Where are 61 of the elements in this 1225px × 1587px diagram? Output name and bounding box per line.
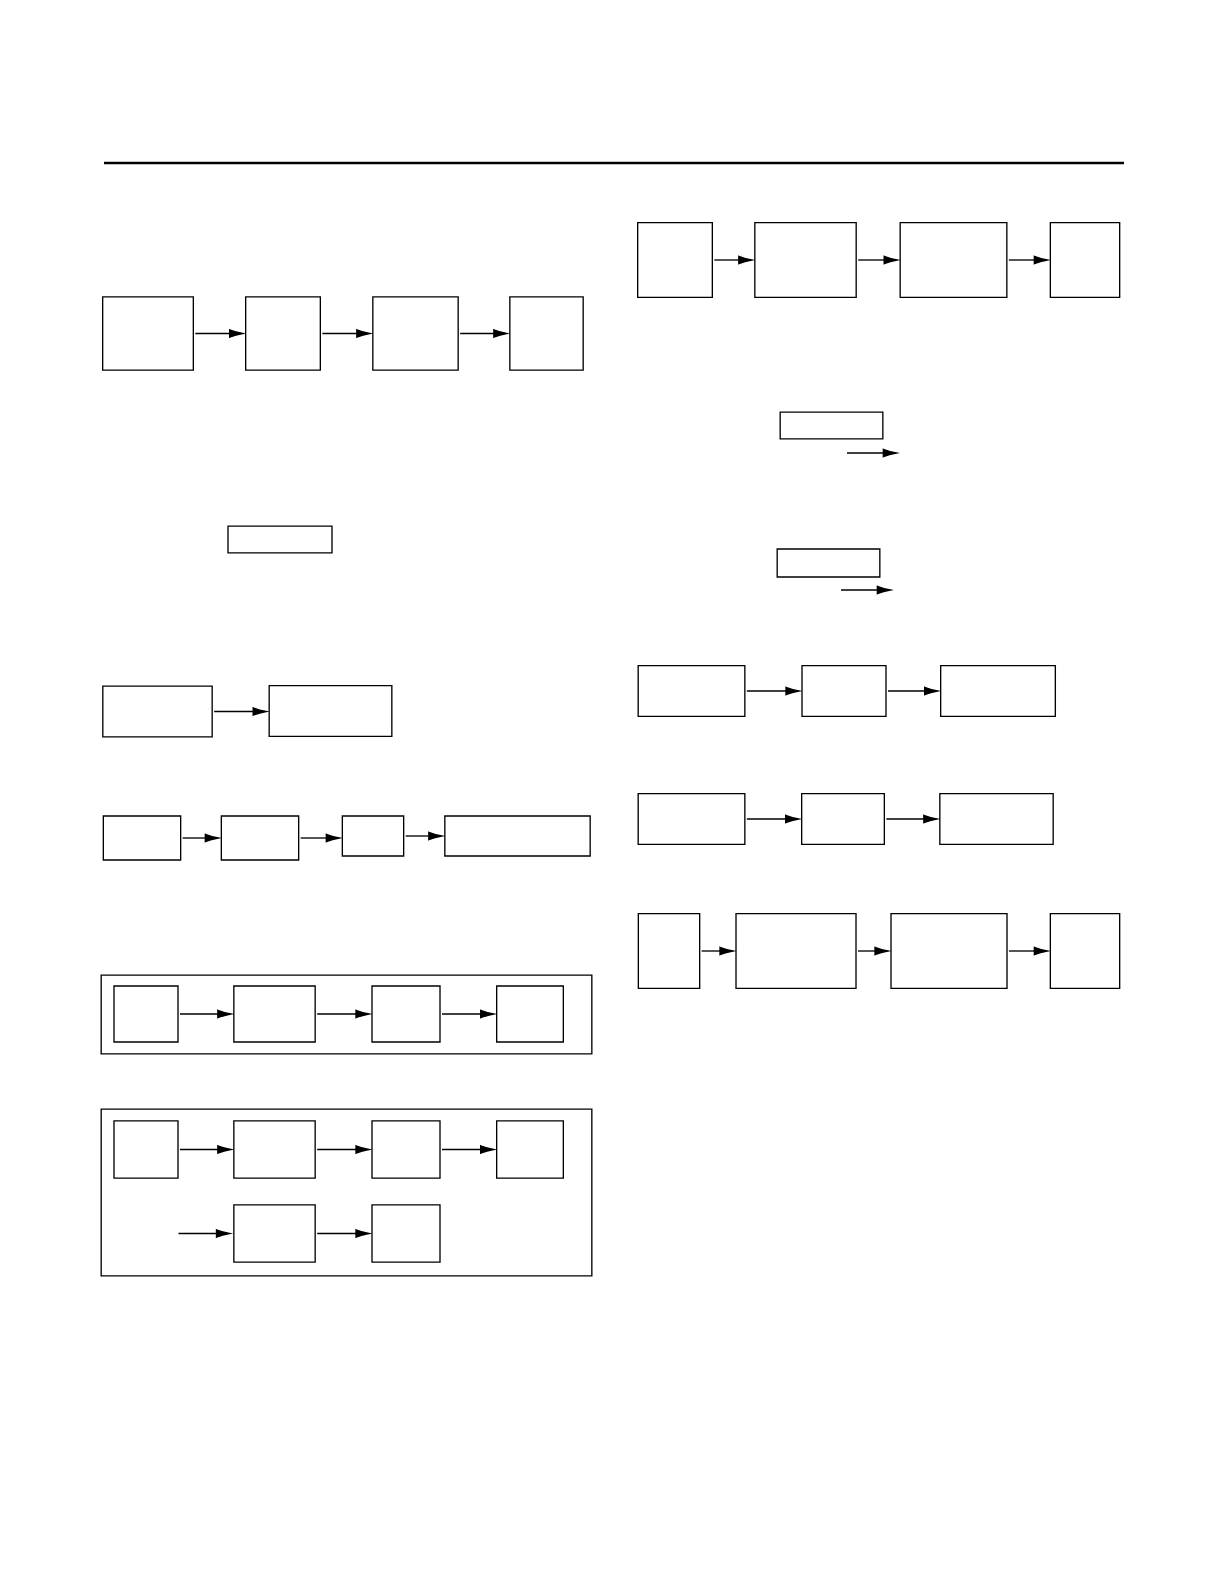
process-box <box>233 1120 316 1179</box>
process-box <box>371 985 441 1043</box>
arrow <box>857 946 889 956</box>
arrow <box>194 329 244 338</box>
process-box <box>371 1120 441 1179</box>
container-box <box>100 974 593 1055</box>
process-box <box>233 1204 316 1263</box>
arrow <box>321 329 371 338</box>
arrow <box>1008 946 1048 956</box>
process-box <box>779 411 884 440</box>
process-box <box>1049 913 1121 989</box>
process-box <box>890 913 1008 989</box>
arrow <box>459 329 508 338</box>
process-box <box>102 685 213 738</box>
arrow <box>885 814 938 824</box>
arrow <box>405 831 443 841</box>
process-box <box>735 913 857 989</box>
process-box <box>637 222 713 298</box>
process-box <box>341 815 405 857</box>
process-box <box>496 985 564 1043</box>
arrow <box>857 255 898 265</box>
arrow <box>441 1145 495 1154</box>
process-box <box>939 793 1054 845</box>
arrow <box>179 1009 232 1019</box>
container-box <box>100 1108 593 1277</box>
process-box <box>754 222 857 298</box>
arrow <box>1008 255 1048 265</box>
process-box <box>268 685 393 737</box>
arrow <box>746 814 800 824</box>
arrow <box>746 686 800 696</box>
process-box <box>509 296 584 371</box>
process-box <box>637 793 746 845</box>
arrow <box>701 946 734 956</box>
process-box <box>113 985 179 1043</box>
arrow <box>316 1009 370 1019</box>
process-box <box>940 665 1056 717</box>
process-box <box>637 665 746 717</box>
process-box <box>444 815 591 857</box>
process-box <box>371 1204 441 1263</box>
process-box <box>1049 222 1121 298</box>
process-box <box>801 665 887 717</box>
process-box <box>102 815 182 861</box>
process-box <box>113 1120 179 1179</box>
process-box <box>372 296 459 371</box>
process-box <box>801 793 885 845</box>
arrow <box>179 1145 232 1154</box>
arrow <box>441 1009 495 1019</box>
process-box <box>233 985 316 1043</box>
process-box <box>637 913 701 989</box>
process-box <box>220 815 300 861</box>
process-box <box>899 222 1008 298</box>
process-box <box>102 296 194 371</box>
arrow <box>713 255 753 265</box>
process-box <box>245 296 321 371</box>
process-box <box>776 548 881 578</box>
arrow <box>182 833 219 843</box>
process-box <box>227 525 333 554</box>
arrow <box>887 686 939 696</box>
arrow <box>300 833 340 843</box>
process-box <box>496 1120 564 1179</box>
arrow <box>177 1229 231 1238</box>
